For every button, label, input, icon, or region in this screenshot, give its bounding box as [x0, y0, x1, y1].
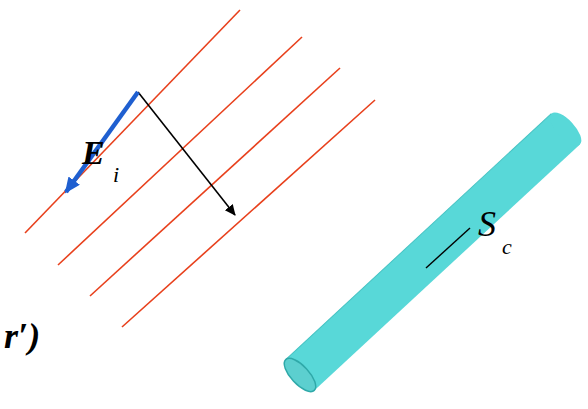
wavefront-lines: [25, 10, 375, 327]
cylinder-scatterer: [279, 108, 586, 397]
leader-line: [426, 228, 470, 268]
field-vector-arrow: [66, 92, 138, 192]
field-symbol: E: [82, 136, 105, 170]
surface-symbol: S: [478, 206, 496, 242]
surface-subscript: c: [502, 236, 512, 258]
field-subscript: i: [113, 164, 119, 186]
propagation-arrow: [138, 92, 235, 215]
equation-fragment: r′): [4, 318, 40, 354]
